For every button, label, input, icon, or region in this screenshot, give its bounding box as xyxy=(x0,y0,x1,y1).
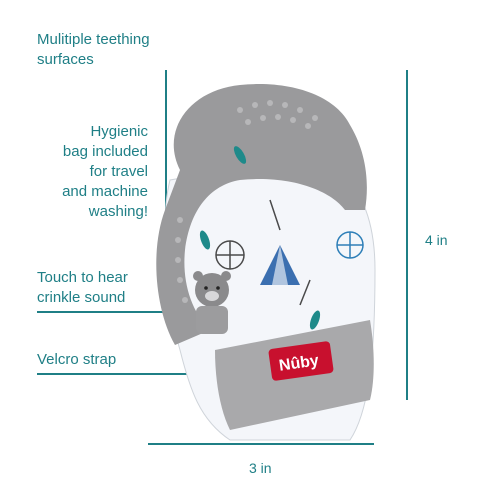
silicone-teether xyxy=(156,84,367,346)
wheel-icon xyxy=(215,240,245,270)
feather-icon xyxy=(199,146,321,330)
bear-icon xyxy=(193,271,231,334)
width-dimension-label: 3 in xyxy=(249,460,272,476)
brand-tag xyxy=(268,341,334,381)
callout-line-velcro xyxy=(37,373,235,375)
teething-mitten-image xyxy=(156,84,376,441)
wheel-icon-blue xyxy=(336,231,364,259)
callout-crinkle-sound: Touch to hear crinkle sound xyxy=(37,269,128,306)
arrow-icon xyxy=(269,199,311,306)
callout-velcro-strap: Velcro strap xyxy=(37,351,117,368)
callout-multiple-surfaces: Mulitiple teething surfaces xyxy=(37,31,150,68)
callout-hygienic-bag: Hygienic bag included for travel and mac… xyxy=(62,123,148,220)
callout-line-crinkle xyxy=(37,311,197,313)
height-dimension-line xyxy=(406,70,408,400)
height-dimension-label: 4 in xyxy=(425,232,448,248)
callout-line-surfaces xyxy=(165,70,167,220)
width-dimension-line xyxy=(148,443,374,445)
teepee-icon xyxy=(260,245,300,285)
